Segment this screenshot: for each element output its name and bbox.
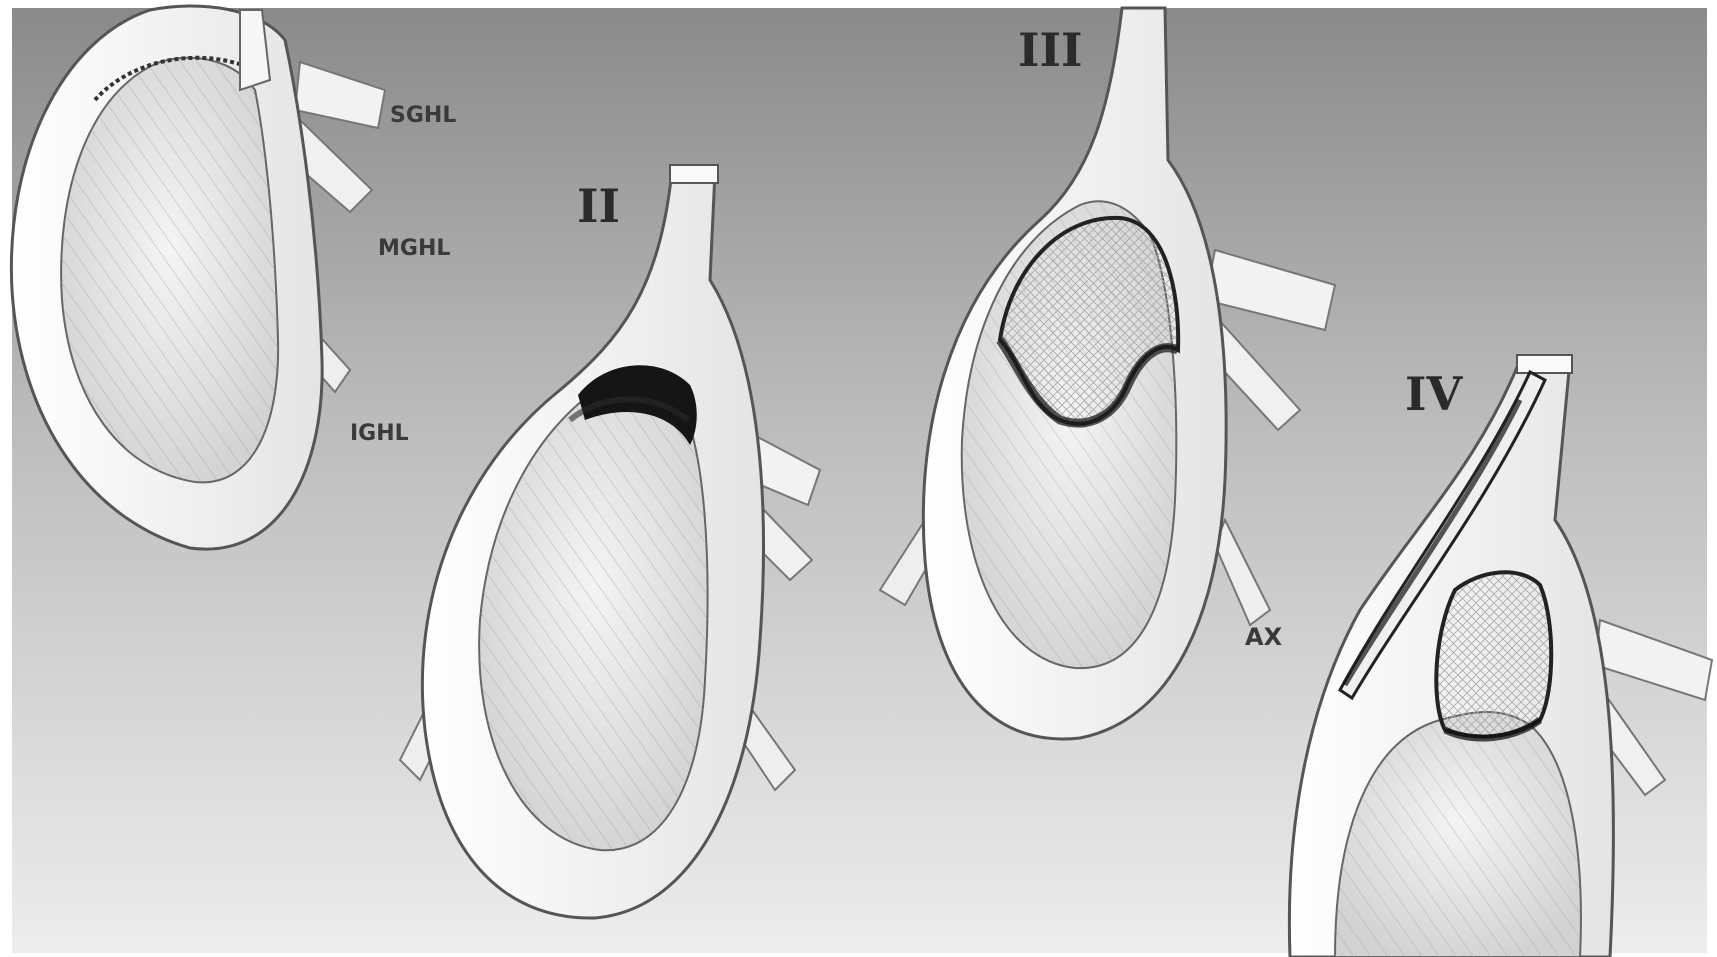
label-mghl: MGHL	[378, 236, 450, 261]
label-sghl: SGHL	[390, 103, 456, 128]
label-panel-iv: IV	[1405, 367, 1464, 421]
label-panel-iii: III	[1018, 23, 1083, 77]
panel-iv-tendon-cut	[1517, 355, 1572, 373]
panel-iv-torn-flap	[1436, 572, 1551, 736]
panel-ii-tendon-cut	[670, 165, 718, 183]
label-ax: AX	[1245, 623, 1283, 651]
label-panel-ii: II	[577, 179, 620, 233]
label-ighl: IGHL	[350, 421, 409, 446]
